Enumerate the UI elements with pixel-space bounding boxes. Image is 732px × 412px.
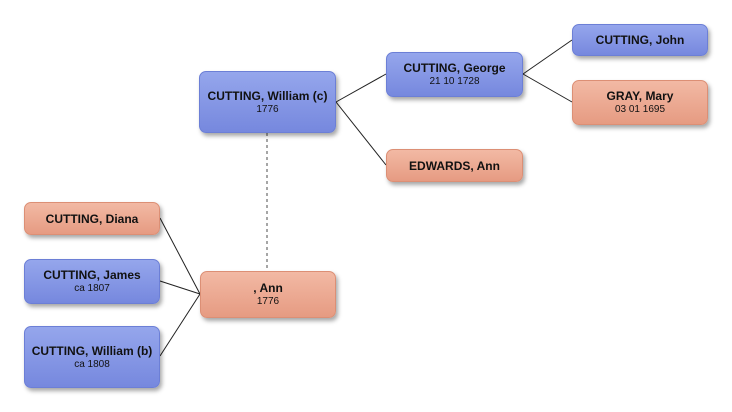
- person-node-william-c[interactable]: CUTTING, William (c) 1776: [199, 71, 336, 133]
- person-date: ca 1807: [74, 283, 110, 294]
- child-link-diana: [159, 217, 201, 295]
- person-node-george[interactable]: CUTTING, George 21 10 1728: [386, 52, 523, 97]
- person-name: CUTTING, James: [43, 268, 141, 282]
- person-date: 03 01 1695: [614, 104, 666, 115]
- person-node-william-b[interactable]: CUTTING, William (b) ca 1808: [24, 326, 160, 388]
- person-name: CUTTING, William (c): [207, 88, 328, 103]
- person-name: CUTTING, George: [403, 61, 506, 75]
- person-name: CUTTING, Diana: [45, 211, 139, 226]
- parent-link-ann-edwards: [335, 101, 387, 166]
- child-link-james: [159, 280, 201, 295]
- person-date: 21 10 1728: [429, 76, 480, 87]
- person-node-james[interactable]: CUTTING, James ca 1807: [24, 259, 160, 304]
- person-node-ann-edwards[interactable]: EDWARDS, Ann: [386, 149, 523, 182]
- person-node-diana[interactable]: CUTTING, Diana: [24, 202, 160, 235]
- parent-link-george: [335, 73, 387, 103]
- person-node-ann[interactable]: , Ann 1776: [200, 271, 336, 318]
- person-name: CUTTING, John: [595, 33, 685, 47]
- person-name: CUTTING, William (b): [31, 343, 153, 358]
- person-date: 1776: [256, 103, 279, 115]
- person-name: GRAY, Mary: [606, 89, 674, 103]
- person-date: ca 1808: [74, 358, 110, 370]
- person-name: , Ann: [253, 281, 283, 295]
- person-node-mary[interactable]: GRAY, Mary 03 01 1695: [572, 80, 708, 125]
- person-date: 1776: [256, 296, 280, 307]
- person-name: EDWARDS, Ann: [409, 158, 500, 173]
- child-link-william-b: [159, 293, 201, 357]
- parent-link-john: [522, 39, 573, 75]
- parent-link-mary: [522, 73, 573, 103]
- person-node-john[interactable]: CUTTING, John: [572, 24, 708, 56]
